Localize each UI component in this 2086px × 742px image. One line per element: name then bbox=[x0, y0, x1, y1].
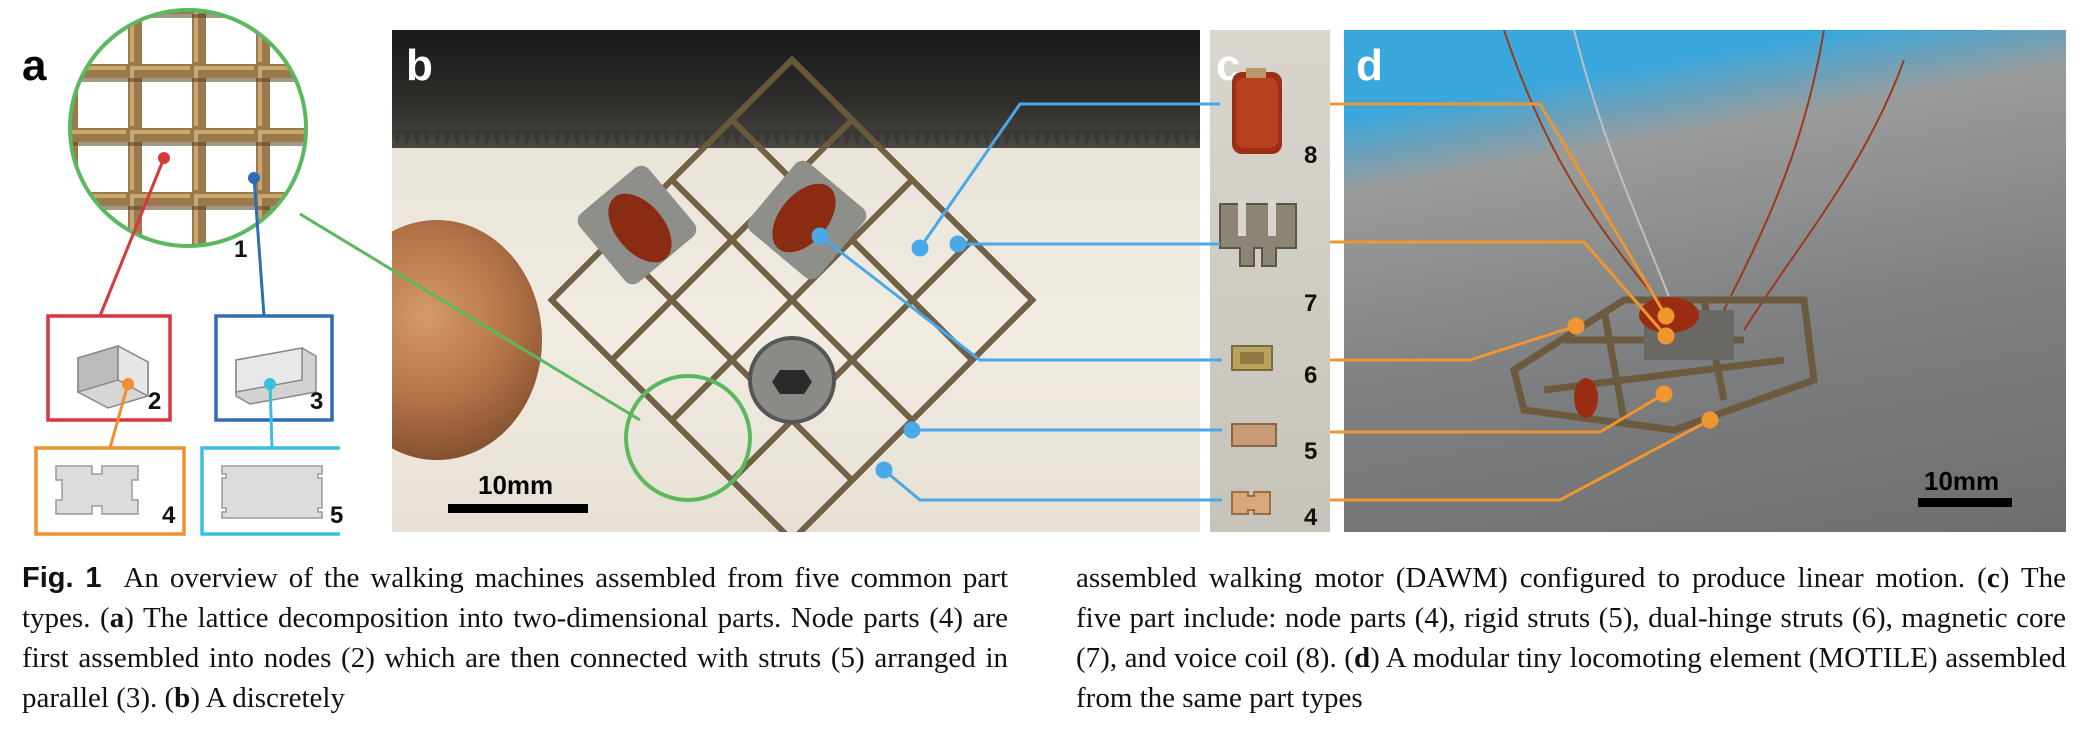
scale-label-b: 10mm bbox=[478, 470, 554, 500]
caption-text-1: An overview of the walking machines asse… bbox=[22, 562, 1009, 634]
part-label-4: 4 bbox=[1304, 504, 1318, 531]
node-flat-part bbox=[55, 465, 139, 515]
panel-a: a bbox=[0, 0, 343, 540]
label-2: 2 bbox=[148, 388, 162, 415]
caption-left: Fig. 1 An overview of the walking machin… bbox=[22, 558, 1008, 718]
zoom-circle-b bbox=[624, 374, 752, 502]
part-label-6: 6 bbox=[1304, 362, 1318, 389]
panel-c-parts: c 8 7 6 5 4 bbox=[1210, 30, 1330, 532]
strut-flat-part bbox=[221, 465, 323, 519]
part-label-5: 5 bbox=[1304, 438, 1318, 465]
part-label-7: 7 bbox=[1304, 290, 1318, 317]
panel-a-diagram bbox=[34, 8, 340, 536]
label-4: 4 bbox=[162, 502, 176, 529]
caption-ref-b: b bbox=[174, 682, 191, 714]
caption-ref-a: a bbox=[109, 602, 125, 634]
coil-left bbox=[577, 165, 697, 285]
part-label-8: 8 bbox=[1304, 142, 1318, 169]
panel-letter-a: a bbox=[22, 41, 47, 90]
caption-ref-d: d bbox=[1353, 642, 1371, 674]
panel-b-photo: b 10mm bbox=[392, 30, 1200, 532]
caption-text-2: ) The lattice decomposition into two-dim… bbox=[22, 602, 1008, 714]
walking-motor-device bbox=[448, 55, 1037, 532]
lattice-zoom-circle bbox=[68, 8, 308, 248]
panel-letter-d: d bbox=[1356, 41, 1383, 90]
scale-label-d: 10mm bbox=[1924, 466, 2000, 496]
caption-right: assembled walking motor (DAWM) configure… bbox=[1076, 558, 2066, 718]
caption-text-5: ) The five part include: node parts (4),… bbox=[1076, 562, 2066, 674]
scale-bar-b bbox=[448, 504, 588, 513]
label-5: 5 bbox=[330, 502, 344, 529]
strut-pair-illustration bbox=[235, 347, 317, 405]
coil-right bbox=[747, 160, 867, 280]
scale-bar-d bbox=[1918, 498, 2012, 507]
caption-text-6: ) A modular tiny locomoting element (MOT… bbox=[1076, 642, 2066, 714]
panel-letter-b: b bbox=[406, 41, 433, 90]
caption-text-4: assembled walking motor (DAWM) configure… bbox=[1076, 562, 1987, 594]
caption-ref-c: c bbox=[1986, 562, 2000, 594]
parts-column bbox=[1219, 68, 1297, 515]
figure-label: Fig. 1 bbox=[22, 562, 102, 594]
panel-d-photo: d 10mm bbox=[1344, 30, 2066, 532]
label-1: 1 bbox=[234, 236, 248, 263]
caption-text-3: ) A discretely bbox=[190, 682, 345, 714]
label-3: 3 bbox=[310, 388, 324, 415]
motile-device bbox=[1503, 30, 2012, 507]
